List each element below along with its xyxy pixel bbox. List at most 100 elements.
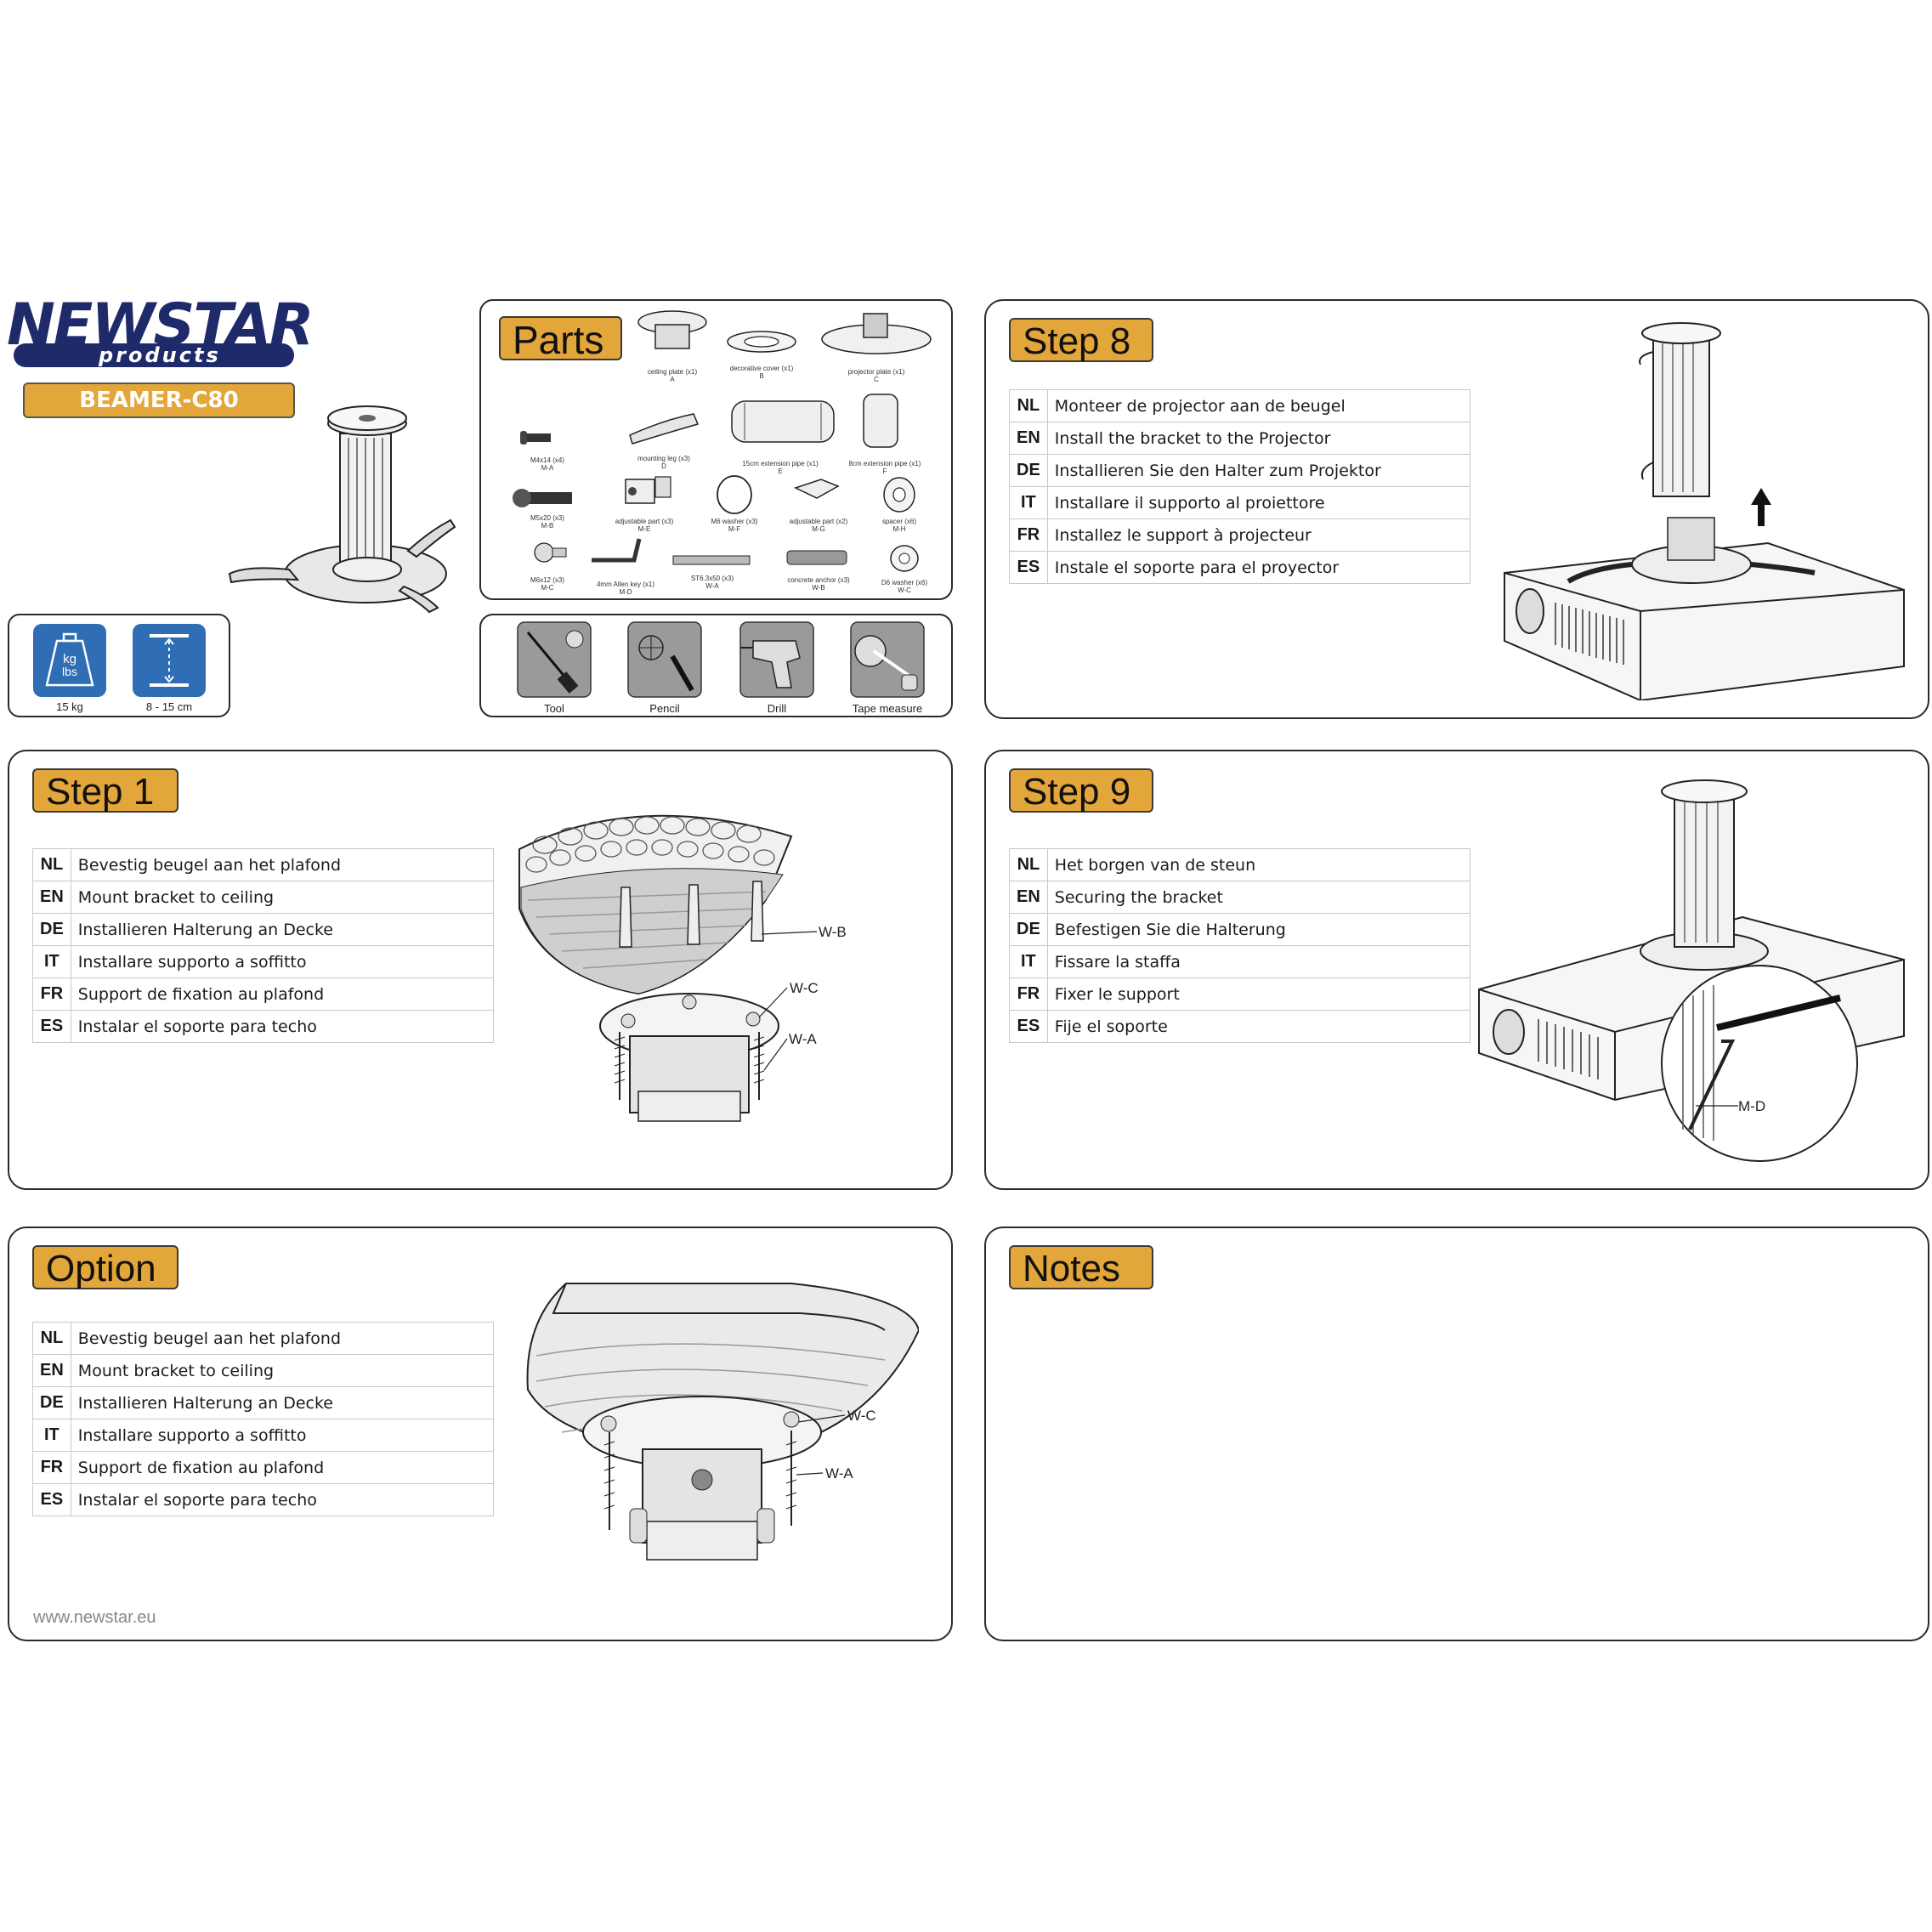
step8-illustration: [1504, 322, 1905, 700]
part-label-8: adjustable part (x3): [615, 518, 674, 525]
lang-code: IT: [32, 945, 71, 978]
lang-code: NL: [1009, 389, 1048, 422]
lang-code: NL: [32, 848, 71, 881]
part-label-7: M5x20 (x3): [530, 514, 564, 522]
part-label-14: ST6.3x50 (x3): [691, 575, 734, 582]
weight-icon-kg: kg: [63, 652, 76, 666]
part-label-9: M6 washer (x3): [711, 518, 757, 525]
callout-m-d: M-D: [1738, 1098, 1765, 1114]
pencil-label: Pencil: [649, 702, 680, 715]
part-code-2: C: [874, 376, 879, 383]
part-code-13: M-D: [619, 588, 632, 596]
part-label-10: adjustable part (x2): [790, 518, 848, 525]
part-label-4: mounting leg (x3): [637, 455, 690, 462]
instruction-text: Installez le support à projecteur: [1046, 518, 1470, 552]
step1-illustration: W-B W-C W-A: [518, 814, 847, 1122]
part-code-14: W-A: [705, 582, 719, 590]
instruction-text: Installare supporto a soffitto: [70, 945, 494, 978]
weight-label: 15 kg: [56, 700, 83, 713]
parts-illustrations: ceiling plate (x1) A decorative cover (x…: [513, 310, 932, 596]
parts-panel: Parts ceiling plate (x1) A decorative co…: [479, 299, 953, 600]
step8-title: Step 8: [1009, 318, 1153, 362]
instruction-text: Mount bracket to ceiling: [70, 1354, 494, 1387]
instruction-text: Befestigen Sie die Halterung: [1046, 913, 1470, 946]
part-code-7: M-B: [541, 522, 554, 530]
part-code-10: M-G: [812, 525, 825, 533]
instruction-text: Installare supporto a soffitto: [70, 1419, 494, 1452]
part-label-11: spacer (x6): [882, 518, 916, 525]
lang-code: ES: [32, 1010, 71, 1043]
lang-code: FR: [32, 977, 71, 1011]
instruction-text: Fissare la staffa: [1046, 945, 1470, 978]
lang-code: EN: [32, 881, 71, 914]
tool-label: Tool: [544, 702, 564, 715]
instruction-text: Bevestig beugel aan het plafond: [70, 1322, 494, 1355]
lang-code: ES: [32, 1483, 71, 1516]
screwdriver-icon: [517, 621, 592, 698]
weight-icon-lbs: lbs: [62, 665, 77, 678]
lang-code: IT: [32, 1419, 71, 1452]
lang-code: DE: [1009, 454, 1048, 487]
callout-w-c: W-C: [847, 1408, 876, 1424]
instruction-text: Bevestig beugel aan het plafond: [70, 848, 494, 881]
part-code-1: B: [759, 372, 763, 380]
lang-code: NL: [32, 1322, 71, 1355]
instruction-text: Instale el soporte para el proyector: [1046, 551, 1470, 584]
instruction-text: Support de fixation au plafond: [70, 1451, 494, 1484]
part-label-12: M6x12 (x3): [530, 576, 564, 584]
instruction-text: Instalar el soporte para techo: [70, 1010, 494, 1043]
footer-url[interactable]: www.newstar.eu: [33, 1608, 156, 1627]
lang-code: EN: [1009, 422, 1048, 455]
part-code-8: M-E: [638, 525, 651, 533]
tools-illustrations: Tool Pencil Drill Tape measure: [517, 621, 925, 715]
step9-illustration: M-D: [1478, 779, 1905, 1162]
part-code-12: M-C: [541, 584, 553, 592]
distance-icon: [133, 624, 206, 697]
option-illustration: W-C W-A: [526, 1283, 919, 1561]
instruction-text: Installieren Sie den Halter zum Projekto…: [1046, 454, 1470, 487]
part-code-6: F: [883, 467, 887, 475]
part-label-3: M4x14 (x4): [530, 456, 564, 464]
part-label-1: decorative cover (x1): [730, 365, 794, 372]
callout-w-b: W-B: [819, 924, 847, 940]
specs-panel: kg lbs 15 kg 8 - 15 cm: [8, 614, 230, 717]
instruction-text: Instalar el soporte para techo: [70, 1483, 494, 1516]
tools-panel: Tool Pencil Drill Tape measure: [479, 614, 953, 717]
notes-title: Notes: [1009, 1245, 1153, 1289]
lang-code: ES: [1009, 551, 1048, 584]
product-image: [228, 405, 456, 614]
instruction-text: Installare il supporto al proiettore: [1046, 486, 1470, 519]
part-code-5: E: [778, 467, 782, 475]
part-label-6: 8cm extension pipe (x1): [849, 460, 921, 467]
lang-code: FR: [1009, 518, 1048, 552]
lang-code: ES: [1009, 1010, 1048, 1043]
instruction-text: Mount bracket to ceiling: [70, 881, 494, 914]
part-code-11: M-H: [892, 525, 905, 533]
part-code-9: M-F: [728, 525, 740, 533]
brand-logo: NEWSTAR products: [7, 296, 314, 372]
logo-swoosh: [14, 343, 294, 367]
lang-code: DE: [1009, 913, 1048, 946]
instruction-text: Installieren Halterung an Decke: [70, 1386, 494, 1419]
instruction-text: Support de fixation au plafond: [70, 977, 494, 1011]
callout-w-a: W-A: [825, 1465, 853, 1482]
